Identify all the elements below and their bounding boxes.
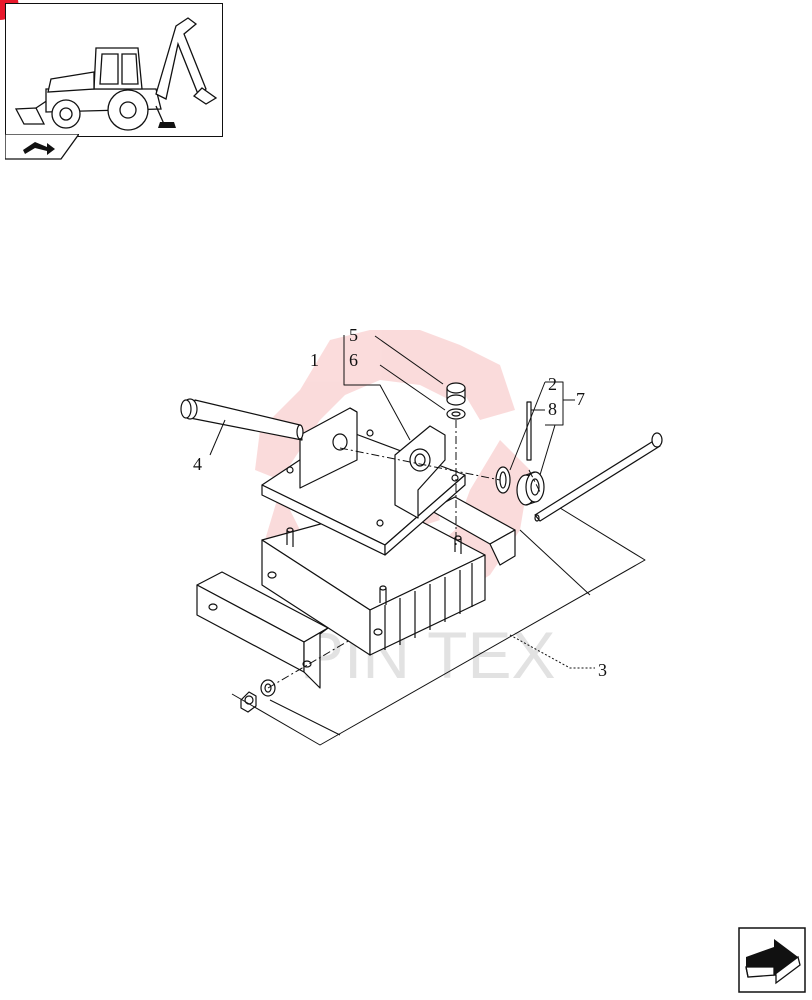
leader-lines <box>209 335 646 746</box>
backhoe-loader-thumbnail <box>14 17 218 131</box>
rear-mounting-bar <box>429 496 516 566</box>
callout-2: 2 <box>548 374 557 394</box>
spacer-and-washer <box>495 401 545 506</box>
assembly-centerlines <box>267 420 541 689</box>
callout-5: 5 <box>349 325 358 345</box>
next-page-arrow-icon <box>738 927 806 993</box>
nut-and-washer-bottom <box>240 679 276 713</box>
support-bracket <box>261 407 466 556</box>
pivot-pin <box>180 398 304 441</box>
callout-6: 6 <box>349 350 358 370</box>
callout-4: 4 <box>193 454 202 474</box>
section-tab[interactable] <box>5 134 79 160</box>
machine-thumbnail[interactable] <box>5 3 223 137</box>
callout-1: 1 <box>310 350 319 370</box>
section-arrow-icon <box>23 142 55 155</box>
callout-8: 8 <box>548 399 557 419</box>
callout-3: 3 <box>598 660 607 680</box>
next-page-button[interactable] <box>738 927 806 993</box>
nut-and-washer-top <box>446 382 466 420</box>
long-rod <box>534 432 663 522</box>
front-mounting-bar <box>196 571 329 689</box>
callout-labels: 1 2 3 4 5 6 7 8 <box>193 325 607 680</box>
counterweight-block <box>261 504 486 656</box>
callout-7: 7 <box>576 389 585 409</box>
